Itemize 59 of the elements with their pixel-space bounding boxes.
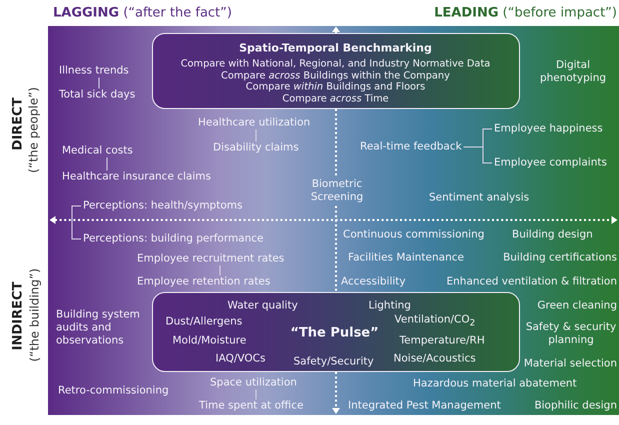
comparison-text: Compare across Time (282, 92, 389, 104)
metric-text: Mold/Moisture (172, 334, 246, 347)
metric-text: Lighting (368, 299, 411, 312)
metric-text: Temperature/RH (400, 334, 485, 347)
metric-label: Disability claims (211, 142, 301, 154)
metric-label: Safety & security planning (524, 321, 618, 347)
metric-label: Healthcare utilization (196, 116, 312, 130)
metric-label: Material selection (524, 358, 617, 370)
metric-label: Space utilization (208, 376, 299, 390)
metric-label: Enhanced ventilation & filtration (446, 276, 617, 288)
metric-text: Ventilation/CO$_{2}$ (394, 312, 476, 330)
metric-label: Hazardous material abatement (413, 378, 577, 390)
connector-line (98, 77, 100, 89)
metric-label: Illness trends (57, 64, 131, 78)
metric-text: Water quality (228, 299, 298, 312)
column-heading: LAGGING (“after the fact”) (53, 6, 232, 20)
metric-label: Building certifications (503, 252, 617, 264)
metric-label: Accessibility (341, 276, 406, 288)
metric-label: Facilities Maintenance (348, 252, 464, 264)
metric-label: Green cleaning (537, 300, 617, 312)
metric-label: Perceptions: health/symptoms (81, 200, 244, 212)
metric-label: Biometric Screening (310, 178, 364, 204)
metric-label: Time spent at office (197, 400, 306, 412)
metric-label: Employee recruitment rates (135, 252, 286, 266)
metric-label: Real-time feedback (358, 140, 464, 154)
box-title: Spatio-Temporal Benchmarking (239, 42, 432, 54)
comparison-text: Compare with National, Regional, and Industry Normative Data (180, 58, 490, 70)
column-heading: LEADING (“before impact”) (434, 6, 617, 20)
metric-label: Medical costs (60, 144, 135, 158)
row-subheading: (“the building”) (28, 268, 42, 362)
rounded-text-box (152, 292, 520, 372)
comparison-text: Compare across Buildings within the Company (221, 70, 450, 81)
metric-label: Building design (512, 228, 593, 242)
metric-label: Employee happiness (492, 122, 605, 136)
metric-label: Integrated Pest Management (348, 400, 501, 412)
metric-text: Noise/Acoustics (394, 352, 476, 365)
box-title: “The Pulse” (290, 326, 379, 339)
metric-label: Retro-commissioning (58, 384, 169, 398)
metric-label: Continuous commissioning (343, 228, 484, 242)
row-heading: DIRECT (11, 98, 24, 150)
metric-label: Employee complaints (492, 156, 609, 170)
connector-line (72, 206, 82, 240)
metric-text: Dust/Allergens (166, 315, 242, 328)
metric-label: Perceptions: building performance (81, 232, 266, 246)
metric-label: Healthcare insurance claims (60, 170, 213, 184)
metric-text: Safety/Security (294, 355, 374, 368)
metric-label: Employee retention rates (135, 276, 272, 288)
metric-label: Total sick days (57, 88, 138, 102)
metric-label: Building system audits and observations (56, 308, 141, 348)
connector-line (106, 157, 108, 171)
metric-label: Sentiment analysis (429, 192, 530, 204)
connector-line (463, 146, 492, 164)
row-subheading: (“the people”) (28, 87, 40, 173)
comparison-text: Compare within Buildings and Floors (246, 80, 426, 92)
metric-label: Biophilic design (534, 400, 617, 412)
metric-label: Digital phenotyping (538, 59, 608, 85)
row-heading: INDIRECT (11, 282, 24, 350)
metric-text: IAQ/VOCs (216, 352, 266, 365)
rounded-text-box (152, 33, 520, 109)
